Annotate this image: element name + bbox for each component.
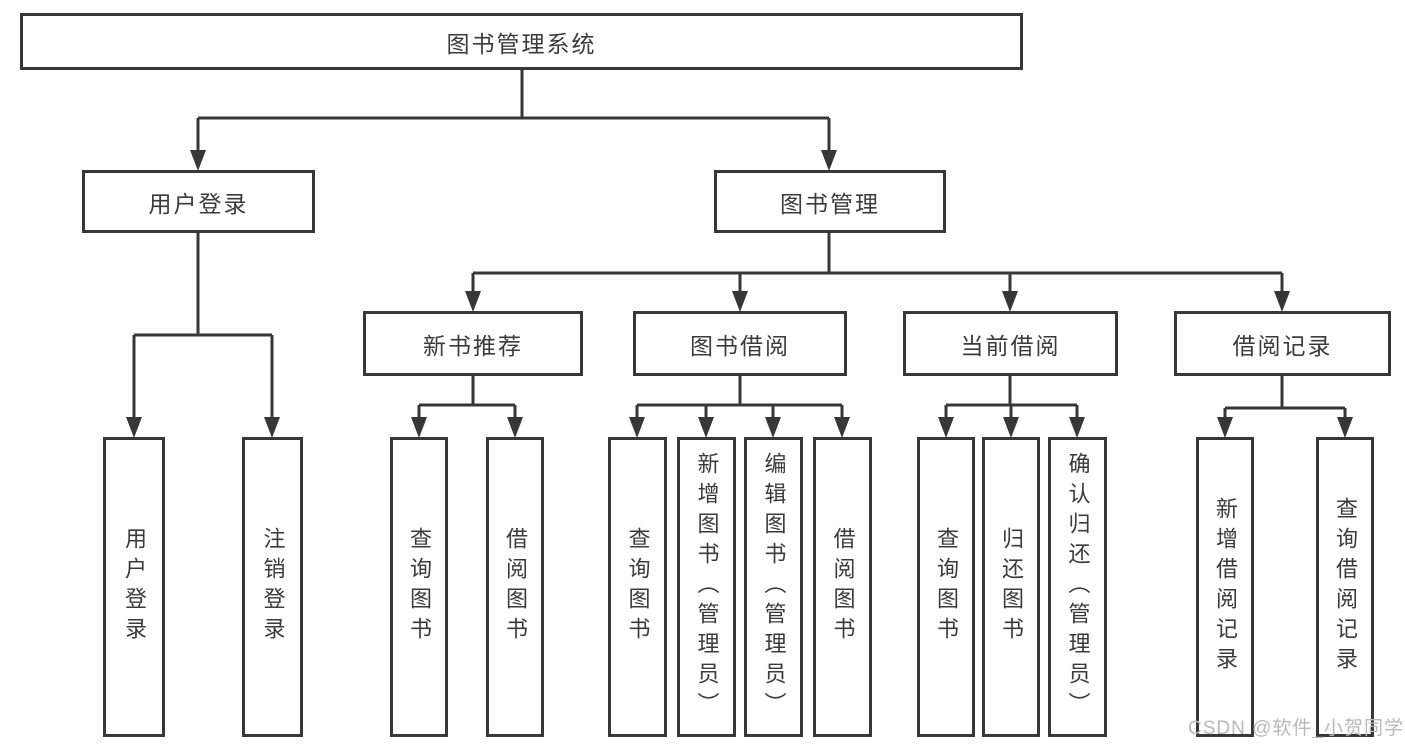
node-leaf-query-books: 查询图书 [390, 437, 448, 737]
node-leaf-borrow-books: 借阅图书 [486, 437, 544, 737]
node-new-book-recommend: 新书推荐 [363, 311, 583, 376]
node-borrow-records: 借阅记录 [1174, 311, 1391, 376]
leaf-label: 借阅图书 [503, 527, 528, 647]
node-book-management: 图书管理 [714, 170, 946, 233]
leaf-label: 查询图书 [625, 527, 651, 647]
leaf-label: 新增借阅记录 [1213, 497, 1238, 677]
leaf-label: 编辑图书（管理员） [761, 452, 787, 722]
node-leaf-borrow-books-2: 借阅图书 [813, 437, 872, 737]
node-leaf-edit-books-admin: 编辑图书（管理员） [744, 437, 803, 737]
node-book-borrowing: 图书借阅 [633, 311, 847, 376]
node-leaf-query-books-2: 查询图书 [608, 437, 667, 737]
leaf-label: 查询图书 [934, 527, 959, 647]
node-current-borrowing: 当前借阅 [903, 311, 1118, 376]
node-leaf-logout: 注销登录 [242, 437, 303, 737]
leaf-label: 确认归还（管理员） [1065, 452, 1091, 722]
leaf-label: 借阅图书 [830, 527, 856, 647]
node-library-system: 图书管理系统 [20, 13, 1023, 70]
node-leaf-return-books: 归还图书 [982, 437, 1040, 737]
node-leaf-user-login: 用户登录 [103, 437, 165, 737]
leaf-label: 用户登录 [122, 527, 147, 647]
leaf-label: 注销登录 [260, 527, 286, 647]
node-user-login: 用户登录 [82, 170, 315, 233]
node-leaf-query-books-3: 查询图书 [917, 437, 975, 737]
leaf-label: 归还图书 [999, 527, 1024, 647]
leaf-label: 新增图书（管理员） [694, 452, 720, 722]
node-leaf-add-books-admin: 新增图书（管理员） [677, 437, 736, 737]
csdn-watermark: CSDN @软件_小贺同学 [1188, 718, 1404, 739]
node-leaf-add-borrow-record: 新增借阅记录 [1196, 437, 1254, 737]
node-leaf-confirm-return-admin: 确认归还（管理员） [1048, 437, 1107, 737]
leaf-label: 查询图书 [407, 527, 432, 647]
leaf-label: 查询借阅记录 [1333, 497, 1358, 677]
node-leaf-query-borrow-record: 查询借阅记录 [1316, 437, 1374, 737]
